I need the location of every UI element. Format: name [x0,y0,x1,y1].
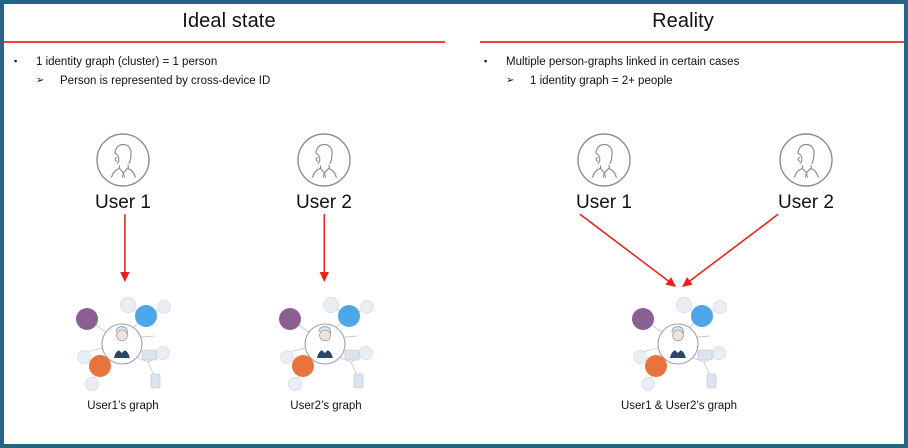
title-underline-left [4,41,445,43]
graph-node-battery [77,350,91,364]
user-avatar-icon [96,133,150,187]
graph-node-phone [353,373,364,389]
sub-bullet-item: ➢ 1 identity graph = 2+ people [484,73,739,90]
graph-node-tablet [156,346,170,360]
graph-node-eye [120,297,136,313]
identity-graph-cluster: User1 & User2’s graph [621,292,737,412]
panel-ideal-state: Ideal state ▪ 1 identity graph (cluster)… [4,4,454,444]
bullet-list-ideal-state: ▪ 1 identity graph (cluster) = 1 person … [14,54,270,89]
graph-node-laptop [344,349,360,361]
graph-center-person-figure [670,326,686,358]
user-block-1: User 1 [63,132,183,214]
graph-node-clock [713,300,727,314]
arrow-bullet-icon: ➢ [36,74,45,86]
user-block-2: User 2 [264,132,384,214]
graph-node-phone [150,373,161,389]
graph-node-clock [157,300,171,314]
bullet-item: ▪ 1 identity graph (cluster) = 1 person [14,54,270,71]
graph-node-tablet [712,346,726,360]
graph-center-person [657,323,699,365]
graph-center-person-figure [114,326,130,358]
panel-reality: Reality ▪ Multiple person-graphs linked … [458,4,904,444]
graph-node-printer [641,377,655,391]
identity-graph-cluster: User1’s graph [66,292,180,412]
user-label: User 1 [576,192,632,213]
identity-graph-cluster: User2’s graph [269,292,383,412]
graph-node-blue [135,305,157,327]
graph-node-printer [288,377,302,391]
arrow-bullet-icon: ➢ [506,74,515,86]
bullet-text: 1 identity graph (cluster) = 1 person [36,56,218,68]
graph-node-orange [292,355,314,377]
user-avatar-icon [297,133,351,187]
square-bullet-icon: ▪ [484,56,488,66]
graph-node-battery [633,350,647,364]
identity-graph-svg [279,297,374,391]
user-avatar-icon [577,133,631,187]
graph-node-blue [338,305,360,327]
graph-node-orange [89,355,111,377]
graph-node-purple [279,308,301,330]
graph-center-person-figure [317,326,333,358]
graph-node-blue [691,305,713,327]
graph-node-purple [632,308,654,330]
sub-bullet-text: Person is represented by cross-device ID [60,74,271,87]
graph-node-eye [323,297,339,313]
bullet-text: Multiple person-graphs linked in certain… [506,56,740,68]
user-label: User 1 [95,192,151,213]
graph-node-laptop [141,349,157,361]
sub-bullet-item: ➢ Person is represented by cross-device … [14,73,270,90]
graph-node-phone [706,373,717,389]
graph-node-purple [76,308,98,330]
sub-bullet-text: 1 identity graph = 2+ people [530,74,673,87]
graph-caption: User1 & User2’s graph [620,400,738,412]
graph-node-clock [360,300,374,314]
user-avatar-icon [779,133,833,187]
panel-title-ideal-state: Ideal state [182,10,276,32]
graph-node-eye [676,297,692,313]
graph-caption: User2’s graph [290,400,362,412]
title-underline-right [480,41,904,43]
graph-node-tablet [359,346,373,360]
panel-title-reality: Reality [652,10,714,32]
graph-node-battery [280,350,294,364]
identity-graph-svg [632,297,727,391]
identity-graph-svg [76,297,171,391]
bullet-list-reality: ▪ Multiple person-graphs linked in certa… [484,54,739,89]
graph-center-person [304,323,346,365]
graph-caption: User1’s graph [87,400,159,412]
user-label: User 2 [296,192,352,213]
user-label: User 2 [778,192,834,213]
square-bullet-icon: ▪ [14,56,18,66]
graph-node-printer [85,377,99,391]
user-block-1: User 1 [544,132,664,214]
bullet-item: ▪ Multiple person-graphs linked in certa… [484,54,739,71]
graph-node-orange [645,355,667,377]
graph-node-laptop [697,349,713,361]
arrow-user2-to-graph [681,213,779,287]
user-block-2: User 2 [746,132,866,214]
graph-center-person [101,323,143,365]
arrow-user1-to-graph [579,213,677,287]
